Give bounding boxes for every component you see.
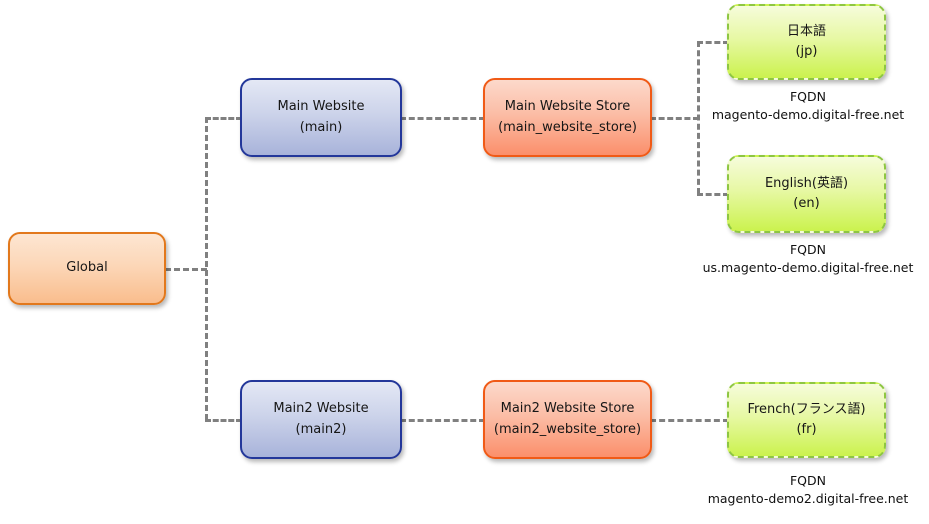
fqdn-fr-value: magento-demo2.digital-free.net	[707, 491, 909, 507]
connector-store2-to-fr	[650, 419, 729, 422]
node-main2-website-store[interactable]: Main2 Website Store (main2_website_store…	[483, 380, 652, 459]
connector-store-to-storeview-trunk	[650, 117, 699, 120]
node-main-website[interactable]: Main Website (main)	[240, 78, 402, 157]
node-global-title: Global	[66, 260, 108, 276]
node-store-view-jp[interactable]: 日本語 (jp)	[727, 4, 886, 80]
node-store-view-en[interactable]: English(英語) (en)	[727, 155, 886, 233]
node-main2-website-store-title: Main2 Website Store	[500, 401, 635, 417]
node-store-view-fr-title: French(フランス語)	[747, 401, 866, 417]
node-store-view-fr-code: (fr)	[796, 422, 817, 437]
fqdn-en: FQDN us.magento-demo.digital-free.net	[688, 241, 928, 277]
node-main-website-code: (main)	[299, 119, 343, 135]
node-store-view-en-code: (en)	[793, 196, 820, 211]
connector-main-website-to-store	[400, 117, 485, 120]
node-main-website-title: Main Website	[277, 99, 365, 115]
node-main2-website-store-code: (main2_website_store)	[493, 421, 642, 437]
node-main2-website[interactable]: Main2 Website (main2)	[240, 380, 402, 459]
connector-storeview-trunk	[697, 41, 700, 194]
connector-trunk-to-jp	[697, 41, 729, 44]
connector-global-to-trunk	[165, 268, 207, 271]
fqdn-fr: FQDN magento-demo2.digital-free.net	[688, 472, 928, 508]
connector-main2-website-to-store	[400, 419, 485, 422]
node-store-view-jp-title: 日本語	[786, 23, 826, 39]
connector-website-trunk	[205, 117, 208, 420]
fqdn-en-value: us.magento-demo.digital-free.net	[702, 260, 914, 276]
node-main2-website-code: (main2)	[295, 421, 347, 437]
fqdn-fr-label: FQDN	[789, 473, 826, 488]
fqdn-jp-label: FQDN	[789, 89, 826, 104]
node-main-website-store[interactable]: Main Website Store (main_website_store)	[483, 78, 652, 157]
connector-trunk-to-main-website	[205, 117, 242, 120]
node-global[interactable]: Global	[8, 232, 166, 305]
node-store-view-jp-code: (jp)	[795, 44, 818, 59]
node-main2-website-title: Main2 Website	[273, 401, 369, 417]
fqdn-en-label: FQDN	[789, 242, 826, 257]
node-main-website-store-code: (main_website_store)	[498, 119, 637, 135]
connector-trunk-to-en	[697, 193, 729, 196]
fqdn-jp-value: magento-demo.digital-free.net	[711, 107, 905, 123]
fqdn-jp: FQDN magento-demo.digital-free.net	[688, 88, 928, 124]
node-main-website-store-title: Main Website Store	[504, 99, 631, 115]
node-store-view-en-title: English(英語)	[764, 175, 849, 191]
node-store-view-fr[interactable]: French(フランス語) (fr)	[727, 382, 886, 458]
connector-trunk-to-main2-website	[205, 419, 242, 422]
